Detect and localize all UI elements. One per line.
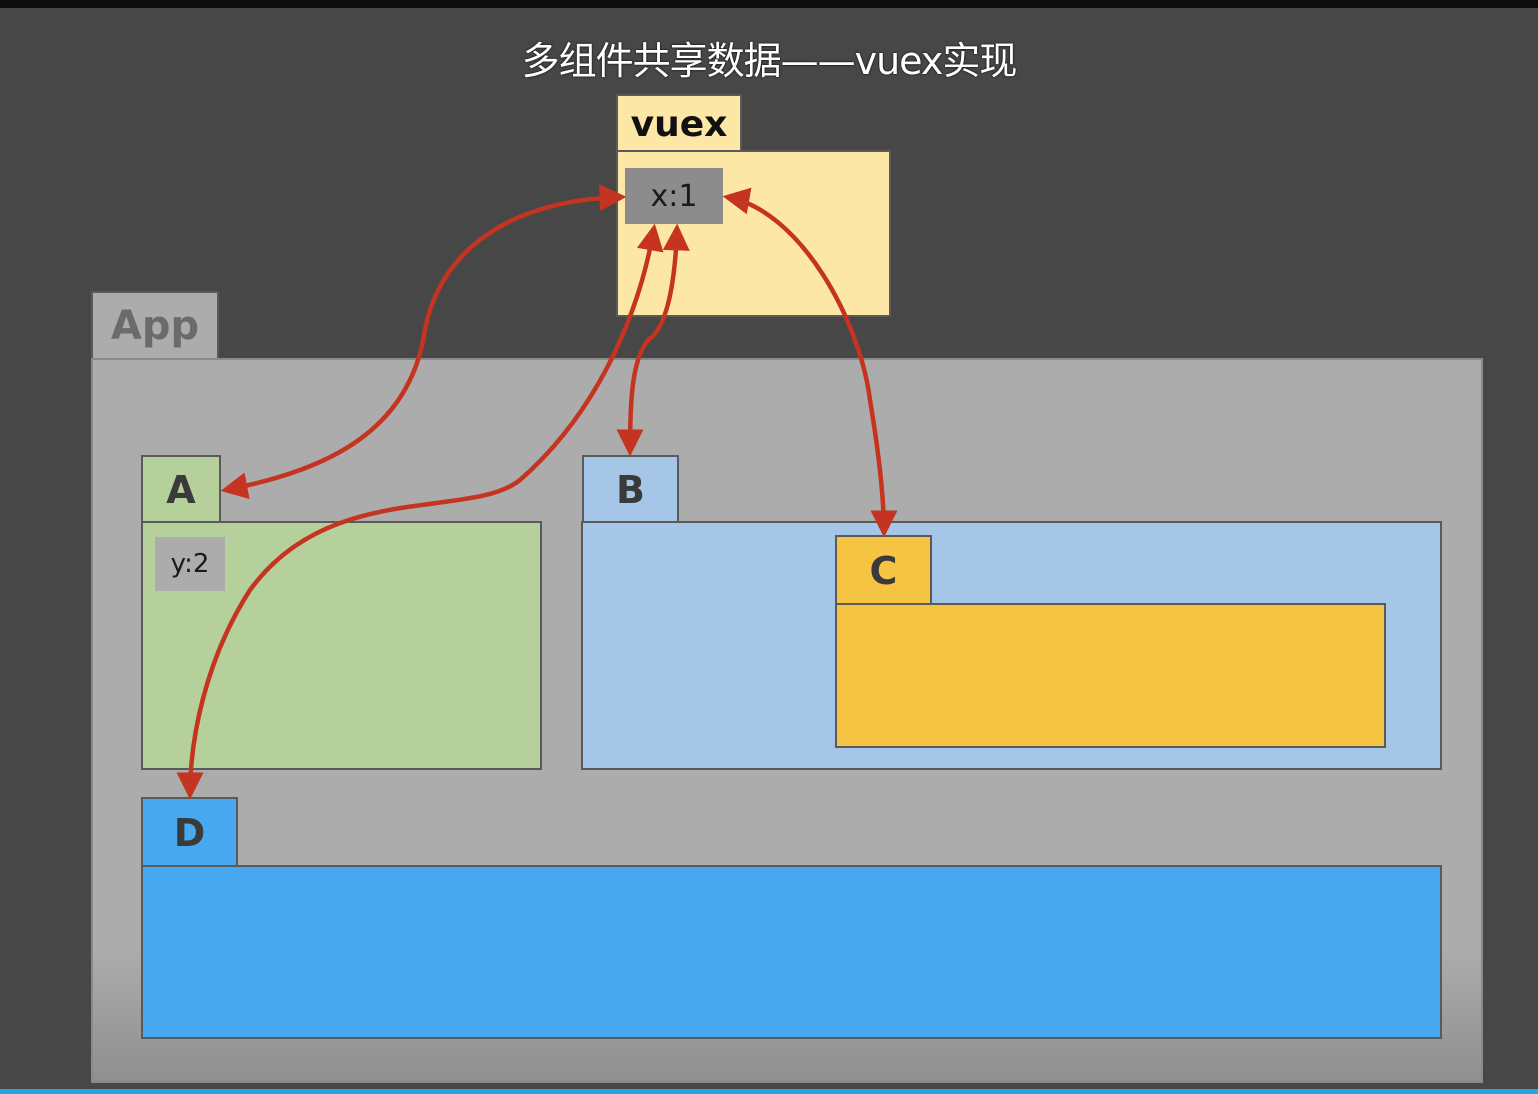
component-a-state-y: y:2 (155, 537, 225, 591)
component-d-tab: D (141, 797, 238, 867)
top-border (0, 0, 1538, 8)
diagram-title: 多组件共享数据——vuex实现 (521, 39, 1018, 83)
component-b-tab: B (582, 455, 679, 523)
component-d-label: D (173, 811, 206, 855)
vuex-state-x: x:1 (625, 168, 723, 224)
app-tab: App (91, 291, 219, 359)
component-c-tab: C (835, 535, 932, 605)
component-a-tab: A (141, 455, 221, 523)
app-label: App (110, 303, 200, 349)
bottom-border (0, 1089, 1538, 1094)
component-c-box (835, 603, 1386, 748)
component-d-box (141, 865, 1442, 1039)
vuex-label: vuex (630, 103, 728, 145)
component-c-label: C (869, 549, 898, 593)
component-b-label: B (616, 468, 645, 512)
vuex-tab: vuex (616, 94, 742, 152)
component-a-label: A (166, 468, 196, 512)
